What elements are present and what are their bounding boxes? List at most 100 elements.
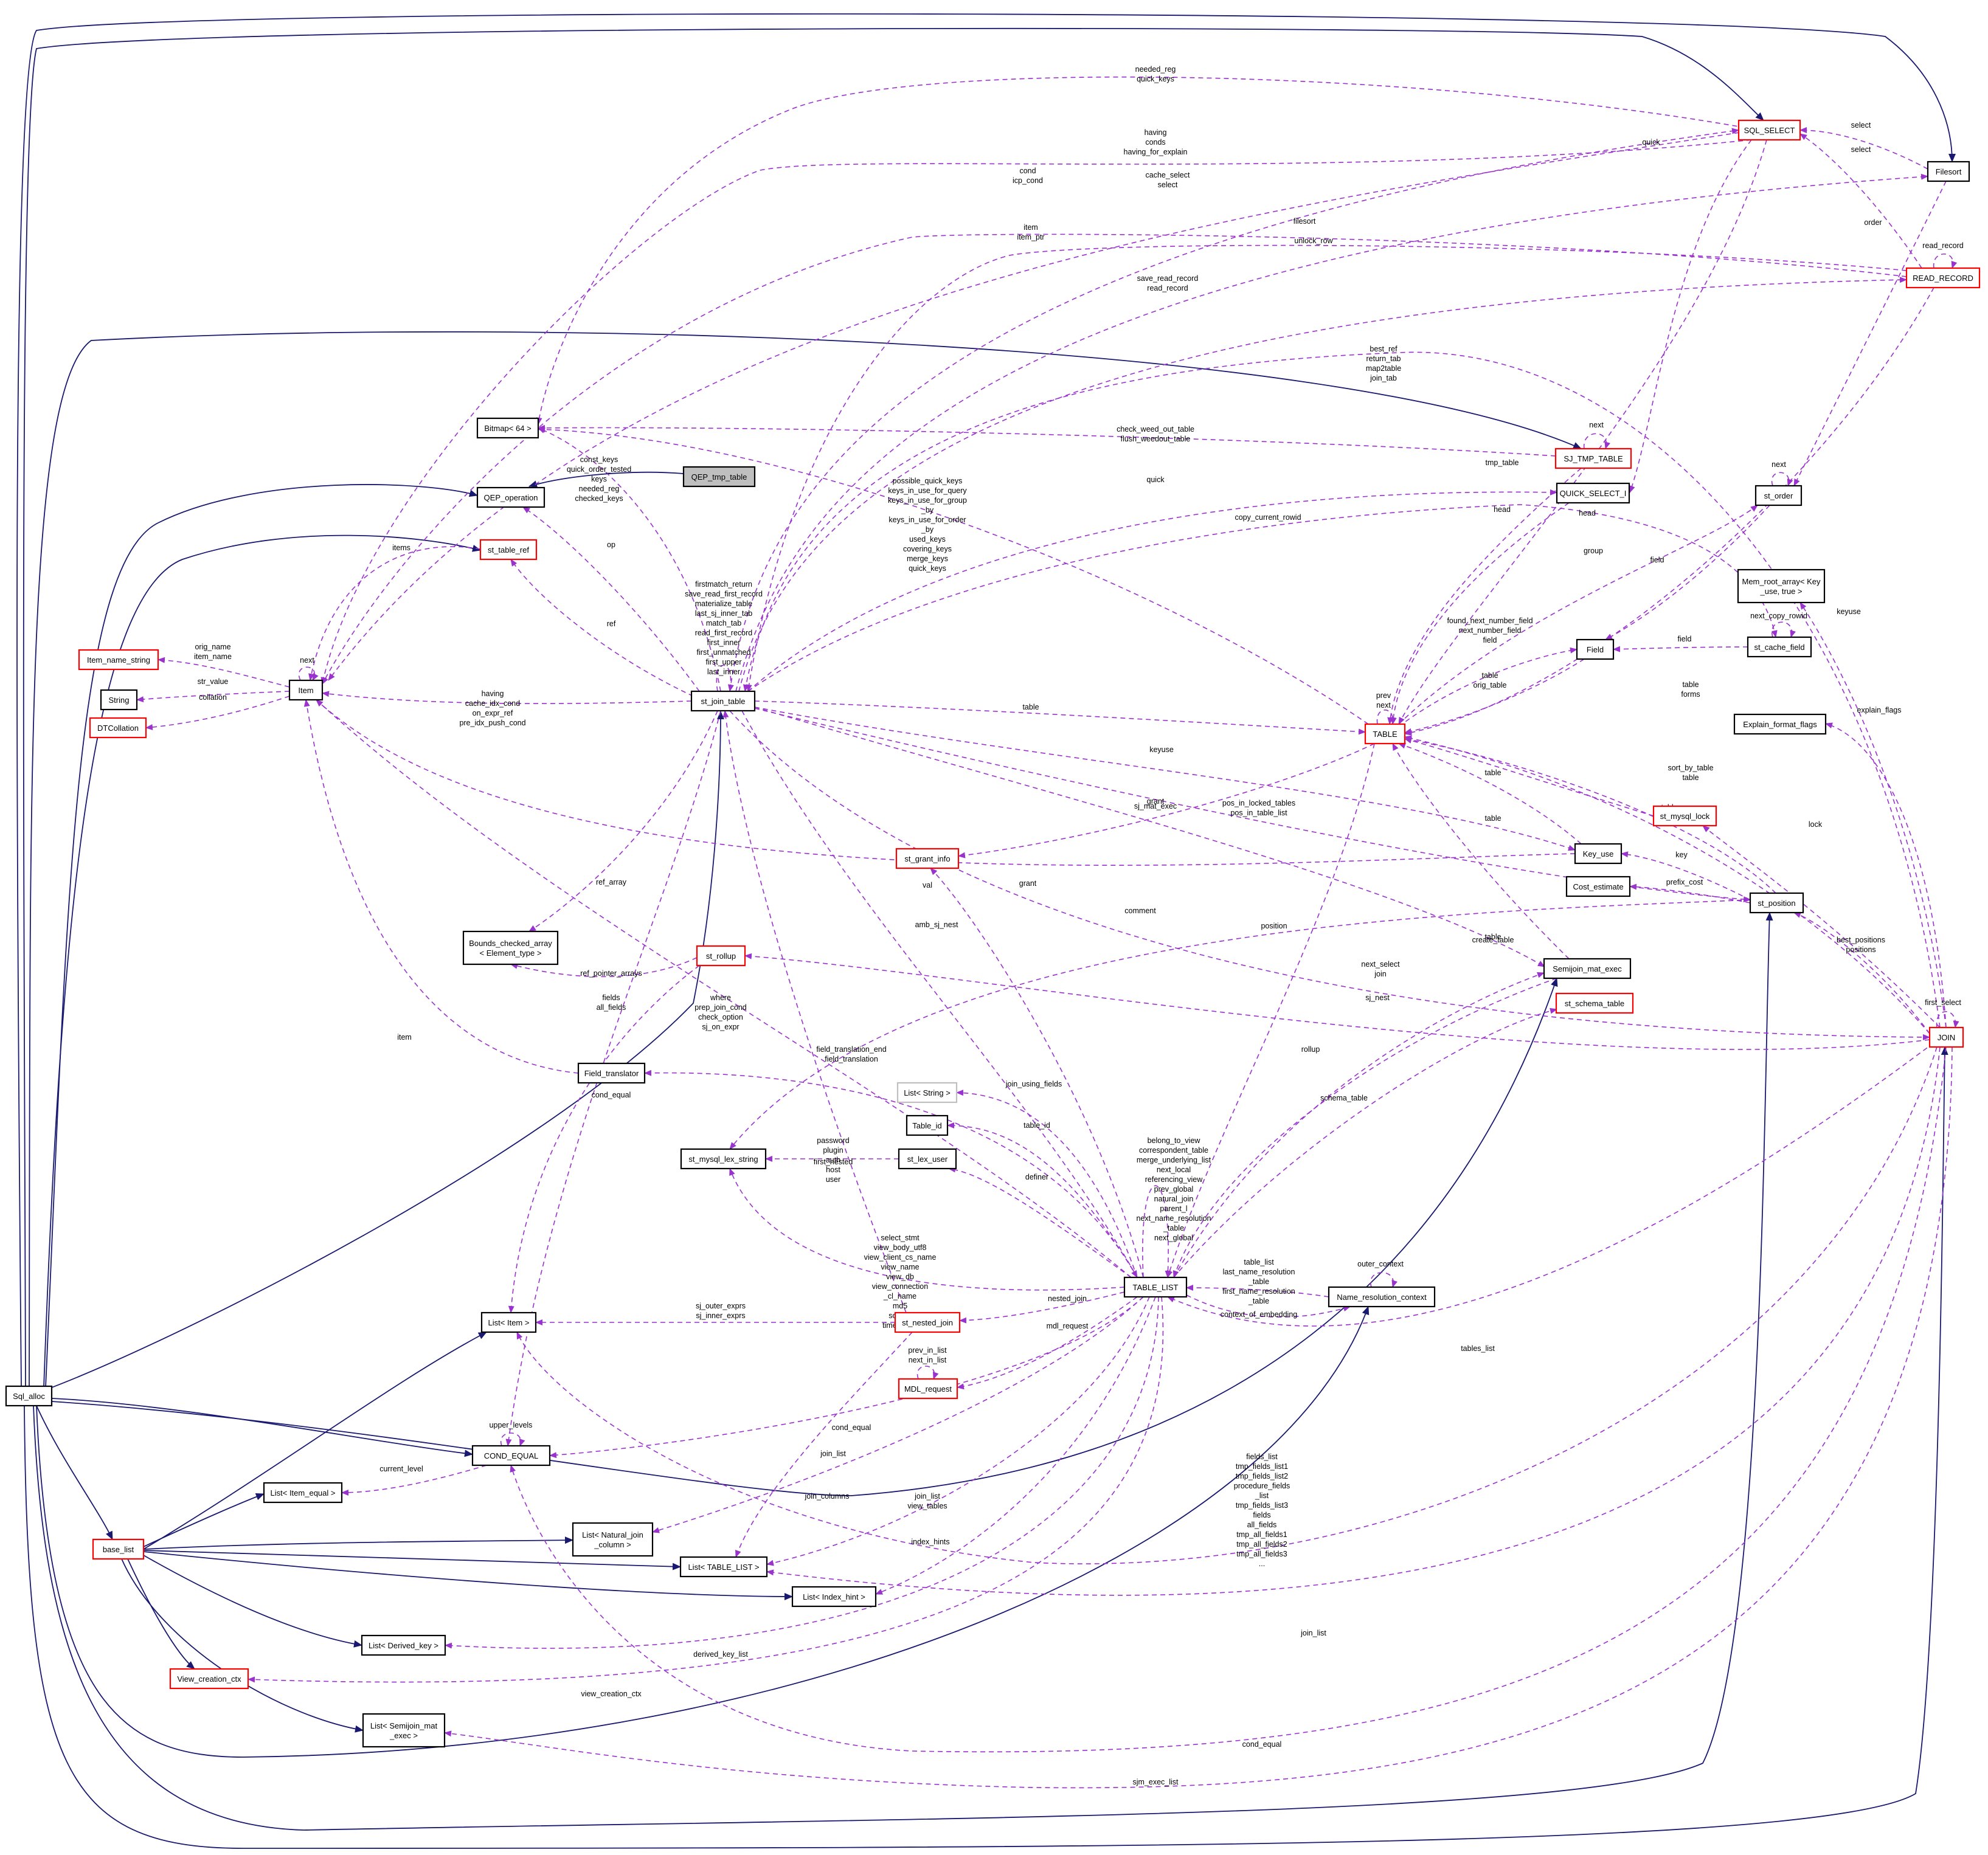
class-node-filesort[interactable]: Filesort xyxy=(1927,161,1970,182)
usage-edge-filesort-sql_select xyxy=(1799,127,1928,170)
class-node-explain-format-flags[interactable]: Explain_format_flags xyxy=(1733,713,1827,735)
class-box xyxy=(1747,636,1812,658)
class-name: TABLE xyxy=(1373,730,1397,739)
class-node-item-name-string[interactable]: Item_name_string xyxy=(78,649,159,671)
class-box xyxy=(100,689,138,711)
class-name: _use, true > xyxy=(1759,587,1802,596)
class-node-list-item-equal[interactable]: List< Item_equal > xyxy=(263,1482,343,1504)
class-node-field-translator[interactable]: Field_translator xyxy=(577,1062,646,1084)
class-node-table-list[interactable]: TABLE_LIST xyxy=(1123,1276,1188,1298)
edge-label: head xyxy=(1579,509,1596,517)
class-node-list-table-list[interactable]: List< TABLE_LIST > xyxy=(679,1556,768,1578)
class-node-st-join-table[interactable]: st_join_table xyxy=(690,690,756,712)
class-node-bounds-checked-array[interactable]: Bounds_checked_array< Element_type > xyxy=(462,930,559,965)
edge-label: rollup xyxy=(1301,1045,1320,1054)
class-node-st-table-ref[interactable]: st_table_ref xyxy=(479,539,538,561)
class-name: st_mysql_lex_string xyxy=(688,1155,758,1164)
class-name: Mem_root_array< Key xyxy=(1742,577,1821,586)
class-name: DTCollation xyxy=(97,724,139,733)
class-box xyxy=(1328,1286,1436,1308)
inheritance-edge-base_list-list_index_hint xyxy=(143,1551,793,1600)
class-node-read-record[interactable]: READ_RECORD xyxy=(1905,267,1981,289)
usage-edge-quick_select_i-table xyxy=(1390,502,1570,725)
class-node-view-creation-ctx[interactable]: View_creation_ctx xyxy=(169,1668,249,1690)
class-node-dtcollation[interactable]: DTCollation xyxy=(89,717,147,739)
class-node-mdl-request[interactable]: MDL_request xyxy=(898,1378,958,1400)
class-node-name-resolution-context[interactable]: Name_resolution_context xyxy=(1328,1286,1436,1308)
class-node-sj-tmp-table[interactable]: SJ_TMP_TABLE xyxy=(1554,447,1632,469)
class-name: List< Natural_join xyxy=(582,1530,643,1539)
class-name: st_order xyxy=(1764,491,1793,500)
class-node-semijoin-mat-exec[interactable]: Semijoin_mat_exec xyxy=(1543,958,1632,979)
class-node-list-string[interactable]: List< String > xyxy=(896,1082,958,1104)
class-node-st-rollup[interactable]: st_rollup xyxy=(696,945,746,967)
class-name: Sql_alloc xyxy=(13,1392,45,1401)
class-node-st-position[interactable]: st_position xyxy=(1749,892,1804,914)
class-box xyxy=(1754,485,1803,506)
class-name: st_join_table xyxy=(701,697,746,706)
class-box xyxy=(1364,723,1406,745)
class-node-st-lex-user[interactable]: st_lex_user xyxy=(898,1148,957,1170)
class-node-list-derived-key[interactable]: List< Derived_key > xyxy=(361,1634,446,1656)
class-node-st-schema-table[interactable]: st_schema_table xyxy=(1555,992,1634,1014)
edge-label: table xyxy=(1484,814,1501,823)
class-node-list-natural-join-column[interactable]: List< Natural_join_column > xyxy=(572,1522,654,1557)
class-node-st-grant-info[interactable]: st_grant_info xyxy=(895,848,960,869)
edge-label: upper_levels xyxy=(490,1421,533,1429)
inheritance-edge-base_list-list_item_equal xyxy=(143,1493,265,1547)
class-node-list-semijoin-mat-exec[interactable]: List< Semijoin_mat_exec > xyxy=(362,1713,446,1748)
class-node-sql-select[interactable]: SQL_SELECT xyxy=(1737,119,1801,141)
class-node-qep-tmp-table[interactable]: QEP_tmp_table xyxy=(682,466,756,488)
edge-label: val xyxy=(923,881,932,890)
usage-edge-table_list-table_list xyxy=(1142,1185,1171,1278)
usage-edge-table_list-table_id xyxy=(947,1122,1138,1278)
edge-label: op xyxy=(607,541,615,549)
class-name: Table_id xyxy=(912,1121,941,1130)
usage-edge-join-list_item xyxy=(516,1046,1938,1564)
usage-edge-st_join_table-qep_operation xyxy=(522,506,700,692)
usage-edge-st_rollup-bounds_checked_array xyxy=(510,957,698,978)
class-node-base-list[interactable]: base_list xyxy=(92,1538,145,1560)
class-node-item[interactable]: Item xyxy=(288,679,324,701)
inheritance-edge-sql_alloc-sj_tmp_table xyxy=(29,331,1582,1387)
inheritance-edge-sql_alloc-semijoin_mat_exec xyxy=(51,978,1558,1496)
class-node-list-index-hint[interactable]: List< Index_hint > xyxy=(791,1586,877,1608)
inheritance-edge-sql_alloc-sql_select xyxy=(23,27,1764,1387)
class-node-bitmap64[interactable]: Bitmap< 64 > xyxy=(476,417,539,439)
inheritance-edge-sql_alloc-cond_equal xyxy=(51,1398,473,1457)
class-name: st_schema_table xyxy=(1565,999,1624,1008)
edge-label: table xyxy=(1484,933,1501,941)
class-node-cond-equal[interactable]: COND_EQUAL xyxy=(471,1445,551,1466)
class-node-sql-alloc[interactable]: Sql_alloc xyxy=(5,1385,53,1407)
class-name: st_table_ref xyxy=(488,545,529,554)
class-node-field[interactable]: Field xyxy=(1576,638,1615,660)
usage-edge-table_list-st_grant_info xyxy=(930,868,1144,1278)
edge-label: next xyxy=(1772,460,1786,469)
usage-edge-item-item xyxy=(298,666,319,681)
class-node-key-use[interactable]: Key_use xyxy=(1574,843,1623,865)
class-node-table-id[interactable]: Table_id xyxy=(906,1114,949,1136)
usage-edge-table-bitmap64 xyxy=(538,426,1369,725)
class-name: SQL_SELECT xyxy=(1744,126,1795,135)
edge-label: quick xyxy=(1642,138,1660,147)
class-node-st-order[interactable]: st_order xyxy=(1754,485,1803,506)
class-node-join[interactable]: JOIN xyxy=(1928,1026,1964,1048)
class-node-st-mysql-lock[interactable]: st_mysql_lock xyxy=(1652,805,1717,827)
class-node-st-nested-join[interactable]: st_nested_join xyxy=(894,1311,961,1333)
class-node-qep-operation[interactable]: QEP_operation xyxy=(476,486,545,508)
class-node-mem-root-array[interactable]: Mem_root_array< Key_use, true > xyxy=(1737,568,1826,604)
class-node-quick-select-i[interactable]: QUICK_SELECT_I xyxy=(1556,482,1630,504)
class-node-st-mysql-lex-string[interactable]: st_mysql_lex_string xyxy=(680,1148,767,1170)
class-node-list-item[interactable]: List< Item > xyxy=(480,1311,537,1333)
usage-edge-table-st_grant_info xyxy=(958,743,1375,858)
class-name: Item xyxy=(298,686,313,695)
class-node-cost-estimate[interactable]: Cost_estimate xyxy=(1565,876,1631,897)
class-node-table[interactable]: TABLE xyxy=(1364,723,1406,745)
class-node-st-cache-field[interactable]: st_cache_field xyxy=(1747,636,1812,658)
class-box xyxy=(1749,892,1804,914)
class-name: st_lex_user xyxy=(907,1155,948,1164)
class-node-string[interactable]: String xyxy=(100,689,138,711)
